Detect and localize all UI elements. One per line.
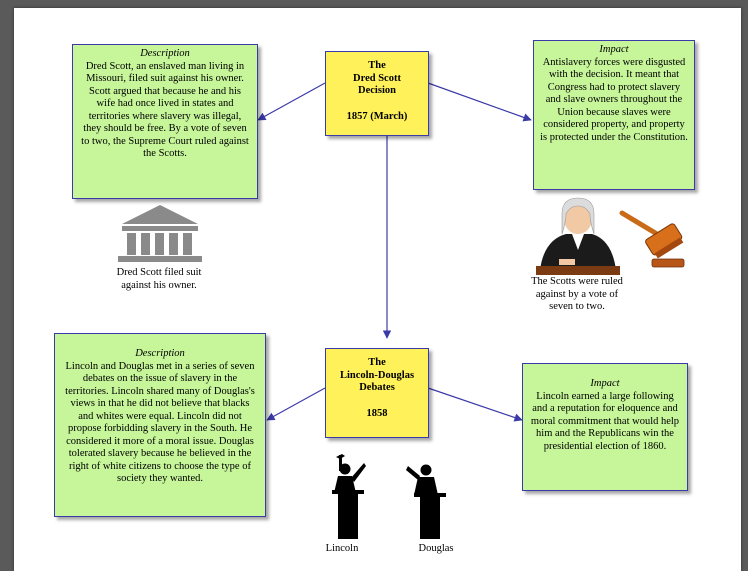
impact-box-lincoln-douglas: Impact Lincoln earned a large following … — [522, 363, 688, 491]
event-box-dred-scott: The Dred Scott Decision 1857 (March) — [325, 51, 429, 136]
connector-layer — [118, 82, 685, 539]
event1-title-line2: Dred Scott — [353, 72, 401, 84]
arrow-event2-to-description — [266, 387, 326, 421]
impact-heading: Impact — [590, 378, 620, 389]
description-heading: Description — [135, 348, 185, 359]
event2-date: 1858 — [366, 407, 388, 419]
event1-title-line3: Decision — [358, 85, 396, 96]
impact-text: Lincoln earned a large following and a r… — [530, 390, 680, 452]
description-box-lincoln-douglas: Description Lincoln and Douglas met in a… — [54, 333, 266, 517]
arrow-event1-to-impact — [427, 82, 532, 122]
douglas-label: Douglas — [418, 543, 454, 554]
diagram-canvas: The Dred Scott Decision 1857 (March) Des… — [14, 8, 741, 571]
arrow-event1-to-description — [257, 82, 326, 121]
description-text: Dred Scott, an enslaved man living in Mi… — [81, 60, 249, 160]
description-heading: Description — [140, 48, 190, 59]
description-text: Lincoln and Douglas met in a series of s… — [65, 360, 255, 485]
douglas-speaker-icon — [406, 464, 446, 539]
courthouse-icon — [118, 205, 202, 262]
impact-heading: Impact — [599, 44, 629, 55]
judge-caption: The Scotts were ruled against by a vote … — [531, 276, 623, 312]
event1-date: 1857 (March) — [346, 110, 408, 122]
gavel-icon — [619, 210, 685, 268]
courthouse-caption: Dred Scott filed suit against his owner. — [116, 267, 202, 291]
lincoln-speaker-icon — [332, 454, 366, 539]
event2-title-line1: The — [368, 357, 386, 368]
event1-title-line1: The — [368, 60, 386, 71]
event-box-lincoln-douglas: The Lincoln-Douglas Debates 1858 — [325, 348, 429, 438]
impact-text: Antislavery forces were disgusted with t… — [540, 56, 688, 143]
impact-box-dred-scott: Impact Antislavery forces were disgusted… — [533, 40, 695, 190]
lincoln-label: Lincoln — [325, 543, 359, 554]
event2-title-line3: Debates — [359, 382, 395, 393]
judge-icon — [536, 197, 620, 275]
event2-title-line2: Lincoln-Douglas — [339, 369, 415, 381]
description-box-dred-scott: Description Dred Scott, an enslaved man … — [72, 44, 258, 199]
arrow-event2-to-impact — [427, 387, 523, 422]
